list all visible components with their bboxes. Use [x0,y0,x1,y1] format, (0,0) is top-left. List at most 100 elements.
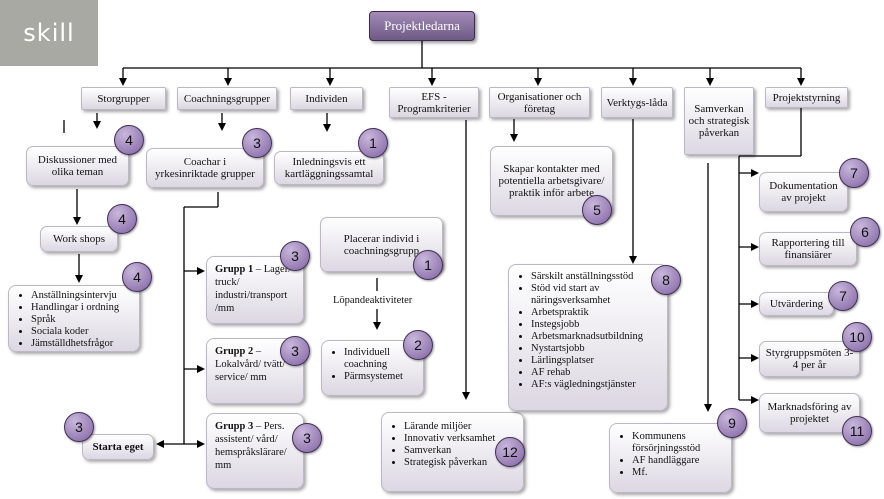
list-item: Särskilt anställningsstöd [531,271,665,283]
badge-samverkan-list-value: 9 [728,415,736,431]
label-lopande: Löpandeaktiviteter [333,295,413,306]
badge-diskussioner-value: 4 [125,132,133,148]
list-samverkan: Kommunens försörjningsstöd AF handläggar… [609,423,732,493]
box-styrgrupp-label: Styrgruppsmöten 3-4 per år [765,347,854,371]
list-item: AF handläggare [632,455,729,467]
box-dokumentation-label: Dokumentation av projekt [769,180,838,204]
badge-individ-list-value: 2 [414,337,422,353]
badge-verktyg-value: 8 [662,272,670,288]
box-utvardering-label: Utvärdering [769,298,824,310]
list-item: Samverkan [404,445,521,457]
category-samverkan: Samverkan och strategisk påverkan [684,87,754,155]
group-3-title: Grupp 3 [215,421,254,432]
badge-marknadsforing: 11 [842,416,872,446]
list-item: Språk [31,314,137,326]
badge-storgrupper-list: 4 [122,262,152,292]
badge-dokumentation-value: 7 [850,165,858,181]
badge-samverkan-list: 9 [717,408,747,438]
group-3: Grupp 3 – Pers. assistent/ vård/ hemsprå… [206,413,304,489]
category-organisationer: Organisationer och företag [489,87,590,118]
group-2-title: Grupp 2 [215,346,254,357]
badge-dokumentation: 7 [839,158,869,188]
category-verktygslada-label: Verktygs-låda [606,96,668,109]
category-efs: EFS - Programkriterier [389,87,479,118]
list-item: Mf. [632,467,729,479]
badge-workshops-value: 4 [118,211,126,227]
list-item: Kommunens försörjningsstöd [632,431,729,455]
group-2: Grupp 2 – Lokalvård/ tvätt/ service/ mm [206,338,304,404]
badge-placerar-value: 1 [424,257,432,273]
category-coachningsgrupper: Coachningsgrupper [177,87,277,110]
category-individen: Individen [290,87,363,110]
list-item: Instegsjobb [531,319,665,331]
category-samverkan-label: Samverkan och strategisk påverkan [688,103,750,139]
list-item: Pärmsystemet [344,371,421,383]
badge-individ-list: 2 [403,330,433,360]
badge-rapportering-value: 6 [861,224,869,240]
group-2-text: – Lokalvård/ tvätt/ service/ mm [215,346,286,383]
box-utvardering: Utvärdering [759,292,834,316]
box-styrgrupp: Styrgruppsmöten 3-4 per år [759,341,860,377]
box-diskussioner: Diskussioner med olika teman [26,146,129,186]
badge-group-2: 3 [280,336,310,366]
group-3-text: – Pers. assistent/ vård/ hemspråkslärare… [215,421,287,471]
box-dokumentation: Dokumentation av projekt [759,172,848,212]
box-starta-eget-label: Starta eget [92,441,144,453]
box-coachar-label: Coachar i yrkesinriktade grupper [155,156,255,180]
list-item: Stöd vid start av näringsverksamhet [531,283,665,307]
logo-text: skill [23,19,75,47]
list-item: Arbetsmarknadsutbildning [531,331,665,343]
list-item: Anställningsintervju [31,290,137,302]
category-organisationer-label: Organisationer och företag [497,90,582,115]
badge-skapar: 5 [582,195,612,225]
list-item: Strategisk påverkan [404,457,521,469]
box-placerar: Placerar individ i coachningsgrupp [320,217,443,272]
box-skapar-label: Skapar kontakter med potentiella arbetsg… [498,163,605,199]
list-item: Individuell coachning [344,347,421,371]
badge-styrgrupp: 10 [842,322,872,352]
category-efs-label: EFS - Programkriterier [397,90,471,115]
group-1-title: Grupp 1 [215,264,254,275]
badge-efs-list-value: 12 [502,444,518,460]
badge-group-3-value: 3 [303,430,311,446]
badge-utvardering: 7 [828,281,858,311]
box-rapportering-label: Rapportering till finansiärer [771,237,845,261]
category-coachningsgrupper-label: Coachningsgrupper [183,92,271,105]
box-workshops: Work shops [40,226,118,252]
category-individen-label: Individen [305,92,348,105]
list-item: Lärande miljöer [404,421,521,433]
badge-utvardering-value: 7 [839,288,847,304]
category-projektstyrning-label: Projektstyrning [772,91,841,104]
list-item: Lärlingsplatser [531,355,665,367]
list-item: AF:s vägledningstjänster [531,379,665,391]
list-verktyg: Särskilt anställningsstöd Stöd vid start… [508,264,668,411]
group-1-text: – Lager/ truck/ industri/transport /mm [215,264,292,314]
list-item: Jämställdhetsfrågor [31,338,137,350]
badge-starta-eget-value: 3 [75,419,83,435]
badge-coachar: 3 [242,128,272,158]
box-workshops-label: Work shops [53,233,105,245]
badge-placerar: 1 [413,250,443,280]
badge-starta-eget: 3 [64,412,94,442]
badge-inledningsvis-value: 1 [369,135,377,151]
box-coachar: Coachar i yrkesinriktade grupper [146,148,264,188]
box-starta-eget: Starta eget [82,434,154,460]
list-item: Sociala koder [31,326,137,338]
badge-rapportering: 6 [850,217,880,247]
skill-logo: skill [0,0,98,66]
list-item: Handlingar i ordning [31,302,137,314]
badge-group-3: 3 [292,423,322,453]
box-inledningsvis: Inledningsvis ett kartläggningssamtal [274,151,384,185]
list-item: Nystartsjobb [531,343,665,355]
badge-efs-list: 12 [495,437,525,467]
box-diskussioner-label: Diskussioner med olika teman [37,154,118,178]
category-storgrupper: Storgrupper [81,87,166,110]
badge-group-1-value: 3 [291,248,299,264]
root-label: Projektledarna [384,18,460,33]
badge-storgrupper-list-value: 4 [133,269,141,285]
box-marknadsforing: Marknadsföring av projektet [759,393,860,433]
list-item: Innovativ verksamhet [404,433,521,445]
badge-workshops: 4 [107,204,137,234]
box-inledningsvis-label: Inledningsvis ett kartläggningssamtal [284,156,374,180]
